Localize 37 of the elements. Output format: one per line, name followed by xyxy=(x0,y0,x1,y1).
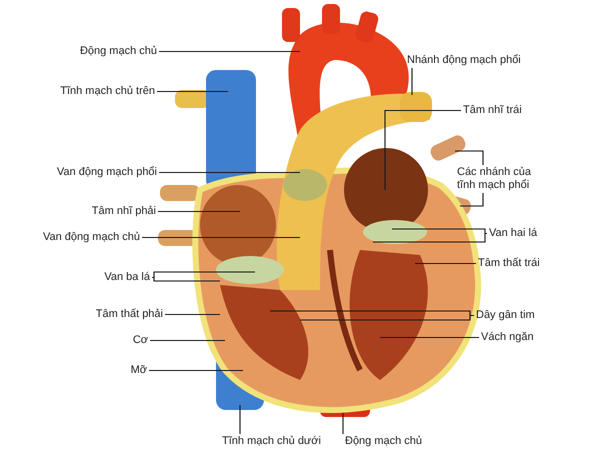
part-label: Tâm nhĩ phải xyxy=(92,205,156,218)
leader-line xyxy=(152,271,255,278)
leader-line xyxy=(460,193,484,207)
part-label: Van động mạch phổi xyxy=(56,166,157,179)
part-label: Van động mạch chủ xyxy=(42,231,140,244)
part-label: Tâm thất phải xyxy=(96,308,163,321)
leader-line xyxy=(384,110,461,190)
leader-line xyxy=(380,336,479,338)
leader-line xyxy=(165,314,220,316)
leader-line xyxy=(300,314,474,321)
leader-line xyxy=(239,405,241,434)
leader-line xyxy=(157,90,228,92)
leader-line xyxy=(455,150,484,165)
leader-line xyxy=(159,50,300,52)
part-label: Mỡ xyxy=(130,364,147,377)
part-label: Tĩnh mạch chủ trên xyxy=(60,85,155,98)
leader-line xyxy=(392,228,487,234)
part-label: Các nhánh của tĩnh mạch phổi xyxy=(457,166,539,192)
leader-line xyxy=(342,413,344,434)
leader-line xyxy=(149,370,243,372)
part-label: Van ba lá xyxy=(104,271,150,284)
leader-line xyxy=(158,210,240,212)
part-label: Vách ngăn xyxy=(481,331,534,344)
leader-line xyxy=(415,262,476,264)
leader-line xyxy=(150,340,225,342)
part-label: Nhánh động mạch phổi xyxy=(407,54,521,67)
part-label: Động mạch chủ xyxy=(80,45,157,58)
leader-line xyxy=(159,172,300,174)
leader-line xyxy=(411,68,413,95)
leader-line xyxy=(373,232,487,243)
leader-line xyxy=(152,276,220,282)
part-label: Tâm nhĩ trái xyxy=(463,104,522,117)
part-label: Tĩnh mạch chủ dưới xyxy=(222,435,321,448)
leader-line xyxy=(142,236,300,238)
part-label: Động mạch chủ xyxy=(345,435,422,448)
part-label: Van hai lá xyxy=(489,227,538,240)
part-label: Cơ xyxy=(132,334,148,347)
